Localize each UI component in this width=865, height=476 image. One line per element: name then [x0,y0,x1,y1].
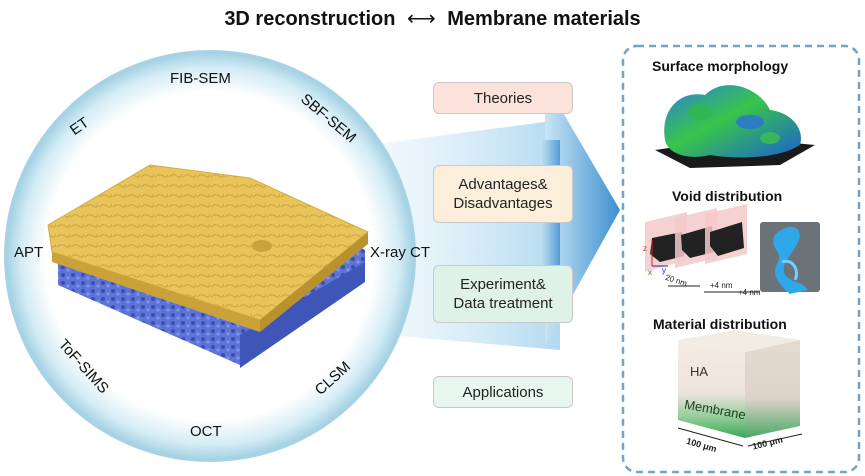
applications-box: Applications [433,376,573,408]
void-step1-label: +4 nm [710,281,733,290]
advantages-label: Advantages& Disadvantages [453,176,553,212]
theories-box: Theories [433,82,573,114]
void-distribution-title: Void distribution [672,188,783,204]
axis-x-label: x [648,268,652,277]
ha-label: HA [690,364,709,379]
title-left: 3D reconstruction [224,8,396,30]
title-right: Membrane materials [447,8,641,30]
surface-morphology-title: Surface morphology [652,58,789,74]
label-fib-sem: FIB-SEM [170,70,231,87]
void-slices [645,204,747,272]
label-apt: APT [14,244,44,261]
advantages-box: Advantages& Disadvantages [433,165,573,223]
page-title: 3D reconstruction ⟷ Membrane materials [0,6,865,31]
surface-blob [664,85,801,158]
void-step2-label: +4 nm [738,288,761,297]
double-arrow-icon: ⟷ [407,8,436,30]
applications-label: Applications [462,383,544,401]
material-cube-front [678,340,745,438]
experiment-label: Experiment& Data treatment [453,276,553,312]
axis-y-label: y [662,266,666,275]
experiment-box: Experiment& Data treatment [433,265,573,323]
label-xray-ct: X-ray CT [370,244,430,261]
material-distribution-title: Material distribution [653,316,787,332]
theories-label: Theories [473,89,533,107]
material-cube-side [745,340,800,438]
label-oct: OCT [190,423,222,440]
axis-z-label: z [643,244,647,253]
